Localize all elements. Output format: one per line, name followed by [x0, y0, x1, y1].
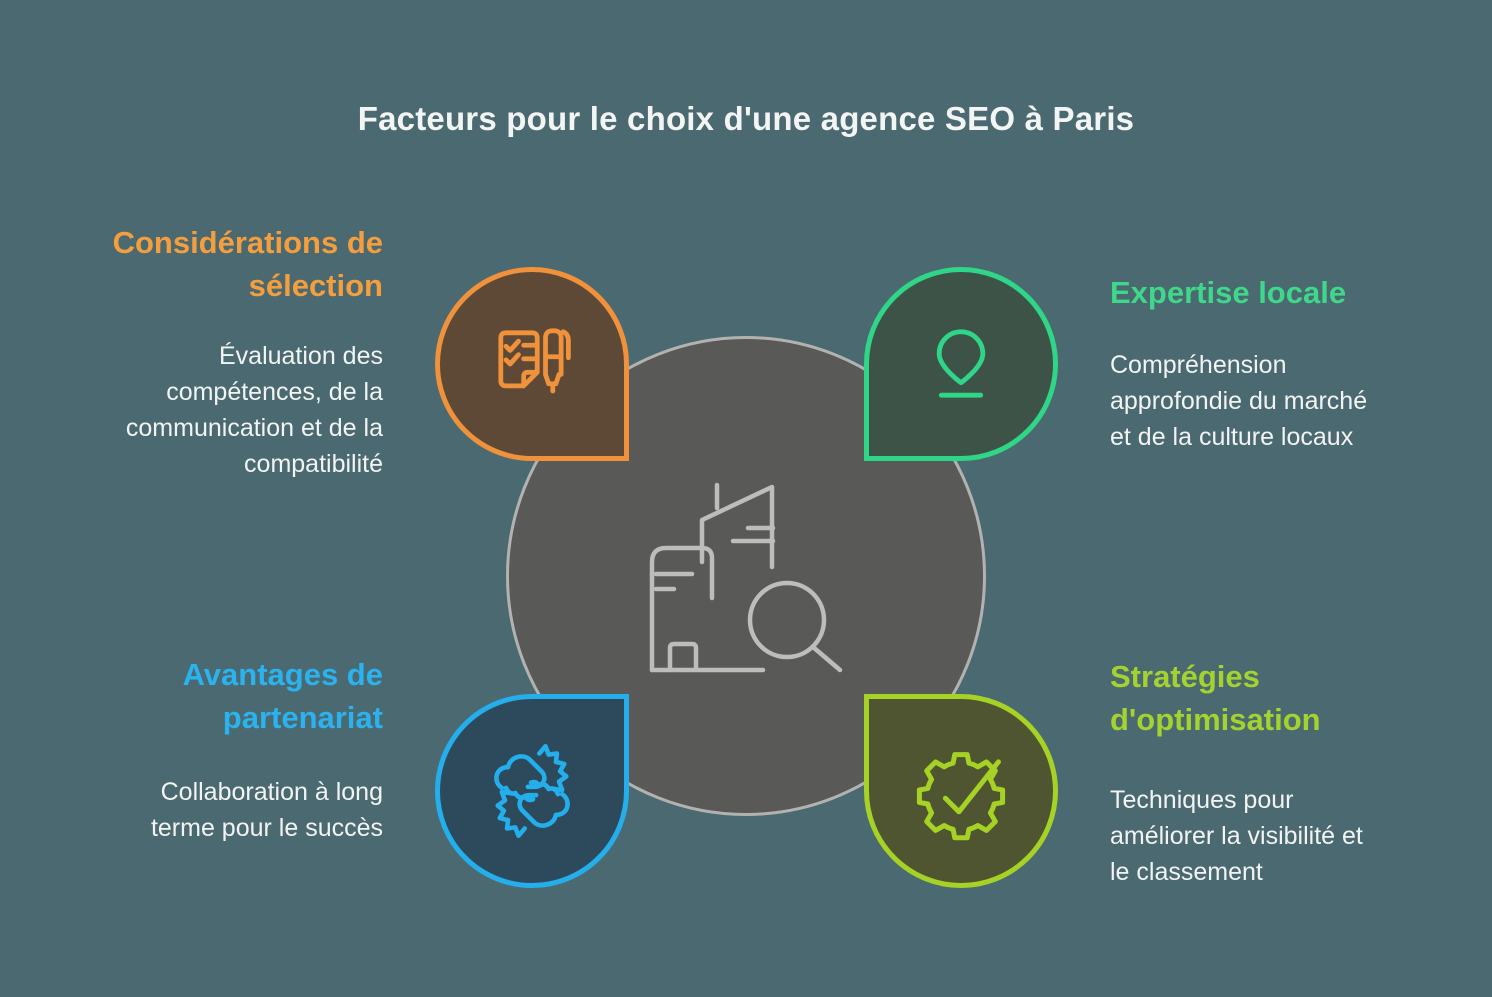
page-title: Facteurs pour le choix d'une agence SEO …: [357, 100, 1135, 137]
node-considerations-selection: [435, 267, 629, 461]
section-heading-selection: Considérations de sélection: [112, 225, 383, 303]
section-heading-optimisation: Stratégies d'optimisation: [1110, 659, 1321, 737]
node-strategies-optimisation: [864, 694, 1058, 888]
section-body-optimisation: Techniques pour améliorer la visibilité …: [1110, 785, 1363, 886]
city-search-icon: [649, 482, 843, 673]
hands-collaboration-icon: [494, 743, 570, 839]
node-avantages-partenariat: [435, 694, 629, 888]
location-pin-icon: [936, 329, 986, 398]
checklist-pen-icon: [498, 328, 571, 394]
section-avantages-partenariat: Avantages de partenariat Collaboration à…: [40, 654, 383, 846]
section-strategies-optimisation: Stratégies d'optimisation Techniques pou…: [1110, 656, 1480, 890]
section-heading-partenariat: Avantages de partenariat: [182, 657, 383, 735]
section-expertise-locale: Expertise locale Compréhension approfond…: [1110, 272, 1470, 455]
section-heading-expertise: Expertise locale: [1110, 275, 1347, 310]
node-expertise-locale: [864, 267, 1058, 461]
section-body-partenariat: Collaboration à long terme pour le succè…: [150, 777, 383, 842]
section-body-expertise: Compréhension approfondie du marché et d…: [1110, 350, 1368, 451]
section-body-selection: Évaluation des compétences, de la commun…: [125, 341, 383, 478]
gear-check-icon: [916, 752, 1006, 841]
section-considerations-selection: Considérations de sélection Évaluation d…: [40, 222, 383, 482]
